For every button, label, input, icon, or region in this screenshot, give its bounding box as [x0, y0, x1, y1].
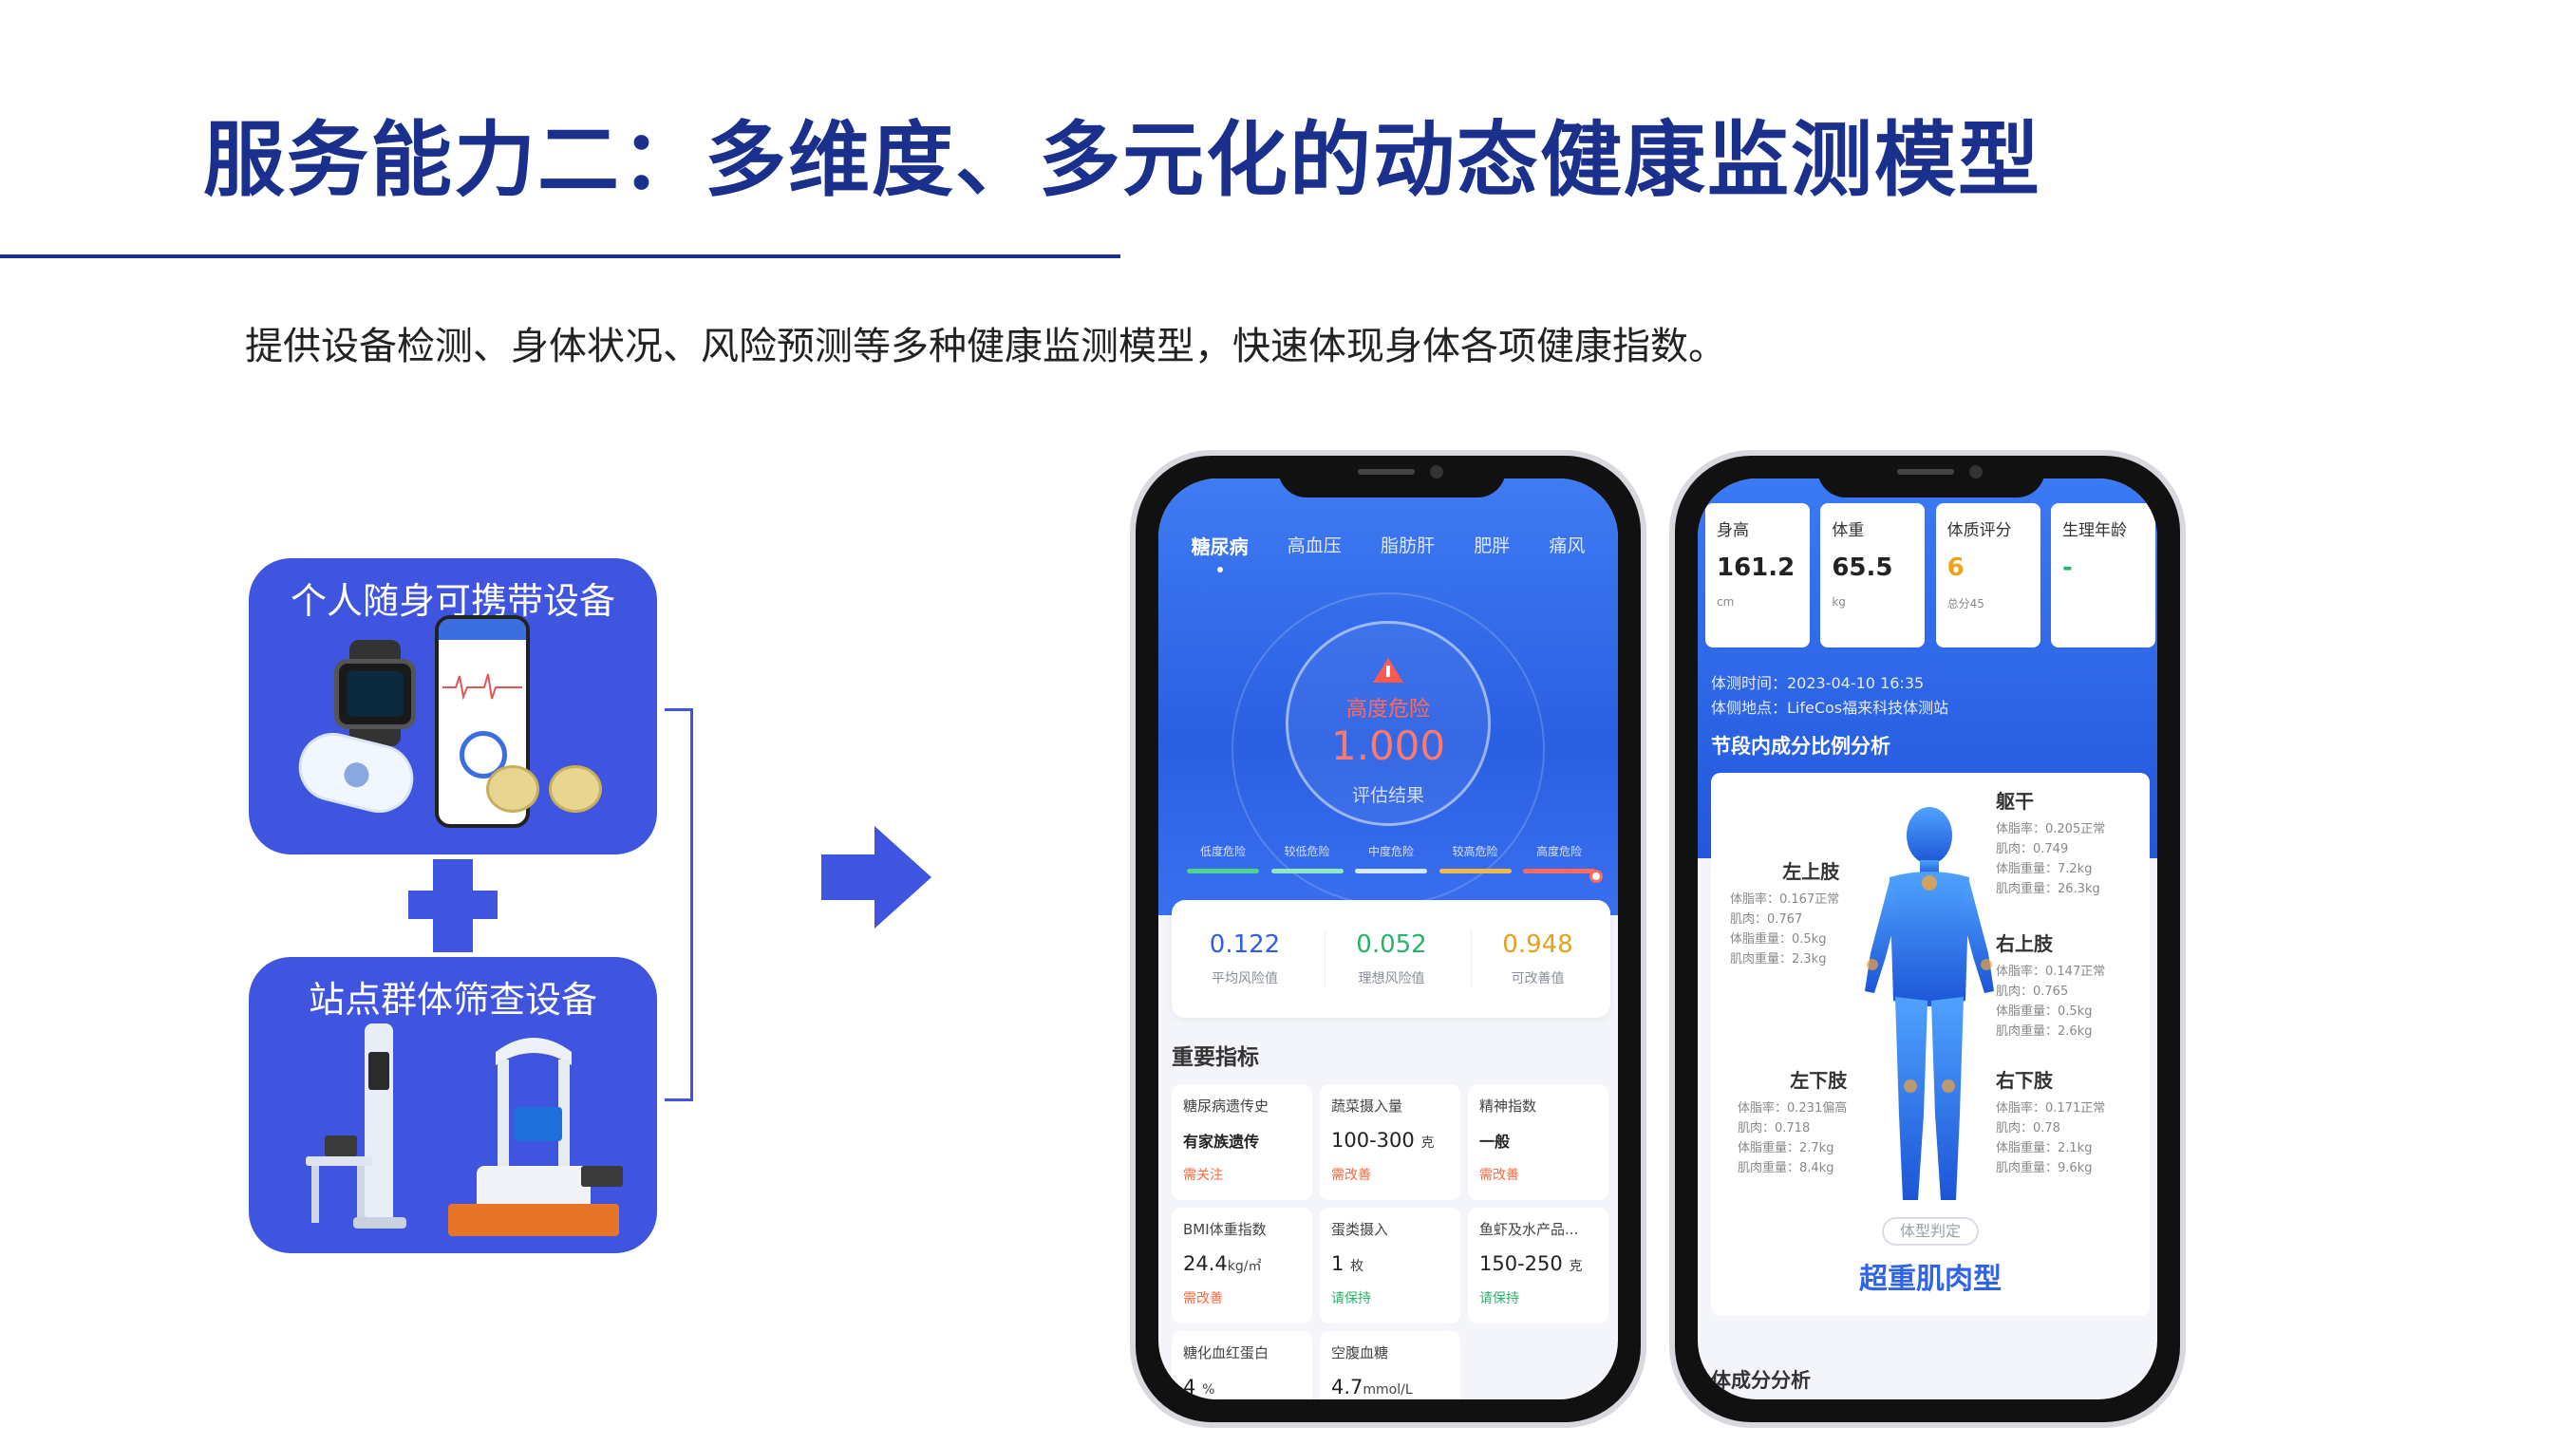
body-type-pill: 体型判定	[1882, 1217, 1979, 1246]
ecg-patch-image	[291, 725, 421, 820]
metric-card-height[interactable]: 身高 161.2 cm	[1705, 503, 1810, 647]
ecg-wave-icon	[442, 673, 522, 701]
body-type-value: 超重肌肉型	[1859, 1263, 2002, 1296]
segment-trunk: 躯干 体脂率：0.205正常 肌肉：0.749 体脂重量：7.2kg 肌肉重量：…	[1996, 790, 2106, 897]
tab-hypertension[interactable]: 高血压	[1287, 535, 1342, 556]
level-low: 低度危险	[1187, 843, 1259, 873]
segment-left-leg: 左下肢 体脂率：0.231偏高 肌肉：0.718 体脂重量：2.7kg 肌肉重量…	[1738, 1069, 1848, 1176]
grouping-bracket	[665, 708, 693, 1101]
metric-card-fitness-score[interactable]: 体质评分 6 总分45	[1935, 503, 2040, 647]
station-devices-card: 站点群体筛查设备	[249, 957, 657, 1253]
slide-title: 服务能力二：多维度、多元化的动态健康监测模型	[203, 113, 2041, 208]
tab-fatty-liver[interactable]: 脂肪肝	[1380, 535, 1435, 556]
level-lower: 较低危险	[1270, 843, 1344, 873]
risk-gauge: 高度危险 1.000 评估结果	[1286, 621, 1491, 826]
segment-analysis-title: 节段内成分比例分析	[1711, 735, 1890, 758]
risk-score-summary: 0.122 平均风险值 0.052 理想风险值 0.948 可改善值	[1172, 900, 1610, 1018]
segment-analysis-card: 躯干 体脂率：0.205正常 肌肉：0.749 体脂重量：7.2kg 肌肉重量：…	[1711, 773, 2150, 1316]
personal-devices-card: 个人随身可携带设备	[249, 558, 657, 854]
tab-diabetes[interactable]: 糖尿病	[1192, 532, 1249, 572]
indicator-card[interactable]: 蔬菜摄入量 100-300 克 需改善	[1320, 1084, 1460, 1200]
segment-left-arm: 左上肢 体脂率：0.167正常 肌肉：0.767 体脂重量：0.5kg 肌肉重量…	[1730, 860, 1840, 967]
segment-right-leg: 右下肢 体脂率：0.171正常 肌肉：0.78 体脂重量：2.1kg 肌肉重量：…	[1996, 1069, 2106, 1176]
right-arrow-icon	[821, 826, 931, 929]
level-medium: 中度危险	[1355, 843, 1427, 873]
risk-assessment-screen: 糖尿病 高血压 脂肪肝 肥胖 痛风 高度危险 1.000 评估结果 低度危险 较…	[1158, 479, 1618, 1399]
title-divider	[0, 254, 1120, 258]
phone-body-composition: 身高 161.2 cm 体重 65.5 kg 体质评分 6 总分45 生理年龄 …	[1669, 450, 2186, 1428]
indicator-card[interactable]: BMI体重指数 24.4kg/㎡ 需改善	[1172, 1208, 1312, 1323]
risk-header: 糖尿病 高血压 脂肪肝 肥胖 痛风 高度危险 1.000 评估结果 低度危险 较…	[1158, 479, 1618, 915]
metric-card-weight[interactable]: 体重 65.5 kg	[1820, 503, 1926, 647]
health-kiosk-image	[306, 1023, 406, 1229]
test-time: 体测时间：2023-04-10 16:35	[1711, 674, 1925, 692]
score-improvable: 0.948 可改善值	[1471, 930, 1604, 987]
body-metric-cards: 身高 161.2 cm 体重 65.5 kg 体质评分 6 总分45 生理年龄 …	[1705, 503, 2155, 647]
indicator-card[interactable]: 精神指数 一般 需改善	[1468, 1084, 1608, 1200]
tab-gout[interactable]: 痛风	[1549, 535, 1586, 556]
smart-glasses-image	[486, 760, 604, 816]
indicator-card[interactable]: 空腹血糖 4.7mmol/L	[1320, 1331, 1460, 1399]
slide-subtitle: 提供设备检测、身体状况、风险预测等多种健康监测模型，快速体现身体各项健康指数。	[245, 325, 1726, 368]
plus-icon-bar	[408, 891, 498, 919]
level-high: 高度危险	[1523, 843, 1603, 883]
tab-obesity[interactable]: 肥胖	[1474, 535, 1511, 556]
station-devices-label: 站点群体筛查设备	[308, 979, 597, 1021]
risk-level-label: 高度危险	[1345, 698, 1430, 722]
metric-card-physiological-age[interactable]: 生理年龄 -	[2050, 503, 2155, 647]
body-composition-screen: 身高 161.2 cm 体重 65.5 kg 体质评分 6 总分45 生理年龄 …	[1698, 479, 2157, 1399]
indicator-card[interactable]: 糖化血红蛋白 4 %	[1172, 1331, 1312, 1399]
phone-notch	[1278, 456, 1506, 497]
score-average: 0.122 平均风险值	[1209, 930, 1281, 986]
phone-notch	[1817, 456, 2045, 497]
disease-tabs: 糖尿病 高血压 脂肪肝 肥胖 痛风	[1158, 532, 1618, 572]
risk-level-scale: 低度危险 较低危险 中度危险 较高危险 高度危险	[1187, 843, 1603, 883]
body-composition-title: 体成分分析	[1711, 1369, 1811, 1392]
smartwatch-face	[334, 659, 416, 729]
indicator-card[interactable]: 糖尿病遗传史 有家族遗传 需关注	[1172, 1084, 1312, 1200]
human-body-icon	[1865, 807, 1994, 1200]
key-indicators-grid: 糖尿病遗传史 有家族遗传 需关注 蔬菜摄入量 100-300 克 需改善 精神指…	[1172, 1084, 1610, 1399]
level-higher: 较高危险	[1438, 843, 1512, 873]
level-marker-icon	[1589, 870, 1603, 883]
indicator-card[interactable]: 鱼虾及水产品... 150-250 克 请保持	[1468, 1208, 1608, 1323]
body-scanner-image	[448, 1038, 623, 1236]
segment-right-arm: 右上肢 体脂率：0.147正常 肌肉：0.765 体脂重量：0.5kg 肌肉重量…	[1996, 932, 2106, 1040]
indicator-card[interactable]: 蛋类摄入 1 枚 请保持	[1320, 1208, 1460, 1323]
warning-icon-mark	[1386, 666, 1390, 677]
key-indicators-title: 重要指标	[1172, 1045, 1259, 1070]
risk-score-value: 1.000	[1330, 722, 1446, 769]
evaluation-result-label: 评估结果	[1351, 785, 1424, 806]
test-location: 体侧地点：LifeCos福来科技体测站	[1711, 699, 1949, 717]
score-ideal: 0.052 理想风险值	[1325, 930, 1457, 987]
personal-devices-label: 个人随身可携带设备	[290, 580, 615, 622]
phone-risk-assessment: 糖尿病 高血压 脂肪肝 肥胖 痛风 高度危险 1.000 评估结果 低度危险 较…	[1130, 450, 1646, 1428]
